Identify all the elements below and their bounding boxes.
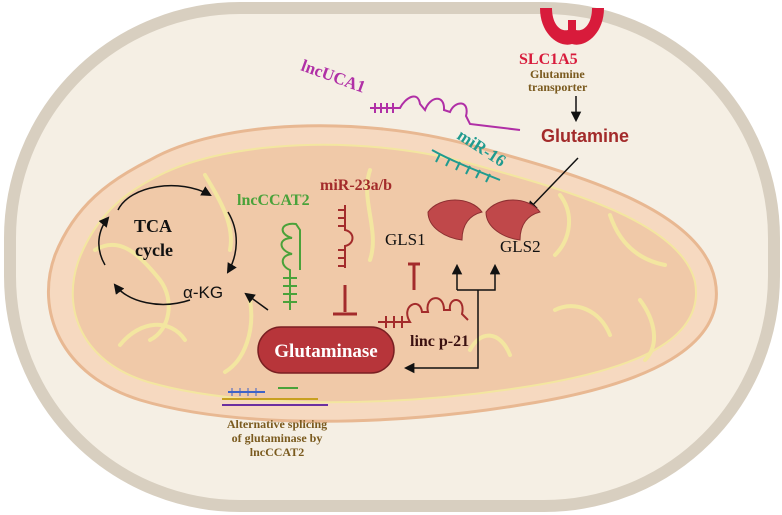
glutaminase-label: Glutaminase (274, 341, 377, 362)
gls1-label: GLS1 (385, 230, 426, 249)
tca-label-line1: TCA (134, 216, 172, 236)
arrow-glutamine-to-gls2 (526, 157, 579, 212)
gls2-label: GLS2 (500, 237, 541, 256)
glutaminase-enzyme (257, 326, 395, 374)
splicing-label-line2: of glutaminase by (232, 431, 323, 445)
inhibition-lincp21 (408, 262, 420, 290)
lncccat2-label: lncCCAT2 (237, 192, 310, 209)
lncccat2-rna-icon (280, 222, 301, 310)
transporter-label-line1: Glutamine (530, 67, 585, 81)
transporter-label-line2: transporter (528, 80, 588, 94)
inhibition-mir23 (333, 285, 357, 316)
arrow-to-akg (244, 292, 269, 311)
lncuca1-rna-icon (370, 95, 521, 131)
slc1a5-transporter-icon (540, 8, 604, 45)
slc1a5-label: SLC1A5 (519, 51, 578, 68)
mir23-rna-icon (338, 205, 354, 268)
glutamine-label: Glutamine (541, 126, 629, 146)
lincp21-rna-icon (378, 297, 469, 328)
gls2-enzyme-icon (485, 199, 541, 241)
splicing-label-line3: lncCCAT2 (250, 445, 304, 459)
mir23-label: miR-23a/b (320, 177, 392, 194)
tca-cycle-arrows (98, 184, 237, 306)
arrows-to-gls (403, 263, 501, 374)
gls1-enzyme-icon (427, 199, 483, 241)
splicing-rna-icon (222, 387, 328, 406)
akg-label: α-KG (183, 283, 223, 302)
tca-label-line2: cycle (135, 240, 173, 260)
lincp21-label: linc p-21 (410, 333, 469, 350)
splicing-label-line1: Alternative splicing (227, 417, 327, 431)
mir16-rna-icon (431, 149, 501, 183)
